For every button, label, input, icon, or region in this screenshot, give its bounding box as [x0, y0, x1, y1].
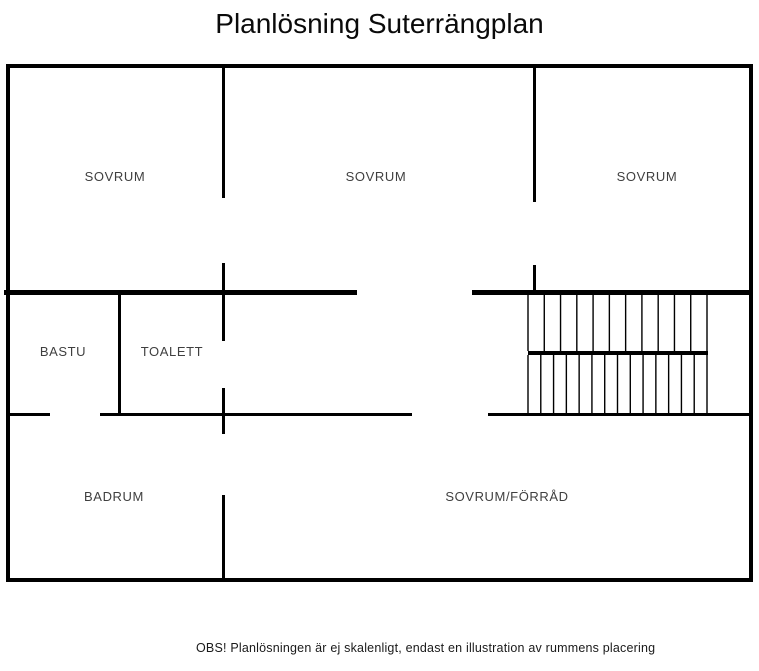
wall-segment [472, 290, 753, 295]
room-label-toalett: TOALETT [141, 344, 203, 359]
wall-segment [749, 64, 753, 582]
wall-segment [528, 351, 708, 355]
wall-segment [6, 64, 10, 582]
room-label-badrum: BADRUM [84, 489, 144, 504]
wall-segment [6, 64, 753, 68]
wall-segment [222, 295, 225, 341]
room-label-bastu: BASTU [40, 344, 86, 359]
wall-segment [6, 413, 50, 416]
wall-segment [100, 413, 412, 416]
wall-segment [533, 265, 536, 295]
wall-segment [6, 578, 753, 582]
room-label-sovrum-2: SOVRUM [346, 169, 407, 184]
wall-segment [222, 68, 225, 198]
wall-segment [222, 388, 225, 434]
page-title: Planlösning Suterrängplan [215, 8, 544, 39]
room-label-sovrum-forrad: SOVRUM/FÖRRÅD [445, 489, 568, 504]
room-label-sovrum-1: SOVRUM [85, 169, 146, 184]
wall-segment [118, 295, 121, 416]
wall-segment [4, 290, 357, 295]
wall-segment [222, 495, 225, 578]
room-label-sovrum-3: SOVRUM [617, 169, 678, 184]
scale-disclaimer: OBS! Planlösningen är ej skalenligt, end… [196, 641, 656, 655]
wall-segment [488, 413, 753, 416]
wall-segment [533, 68, 536, 202]
wall-segment [222, 263, 225, 295]
